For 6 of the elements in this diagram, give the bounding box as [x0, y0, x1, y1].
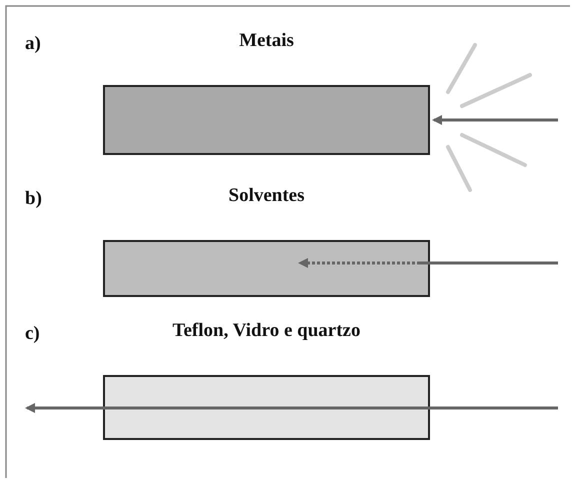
heading: Metais [238, 30, 295, 52]
panel-label: c) [25, 323, 40, 345]
panel-label: b) [25, 188, 42, 210]
panel-label: a) [25, 33, 41, 55]
heading: Teflon, Vidro e quartzo [172, 320, 362, 342]
heading: Solventes [228, 185, 306, 207]
